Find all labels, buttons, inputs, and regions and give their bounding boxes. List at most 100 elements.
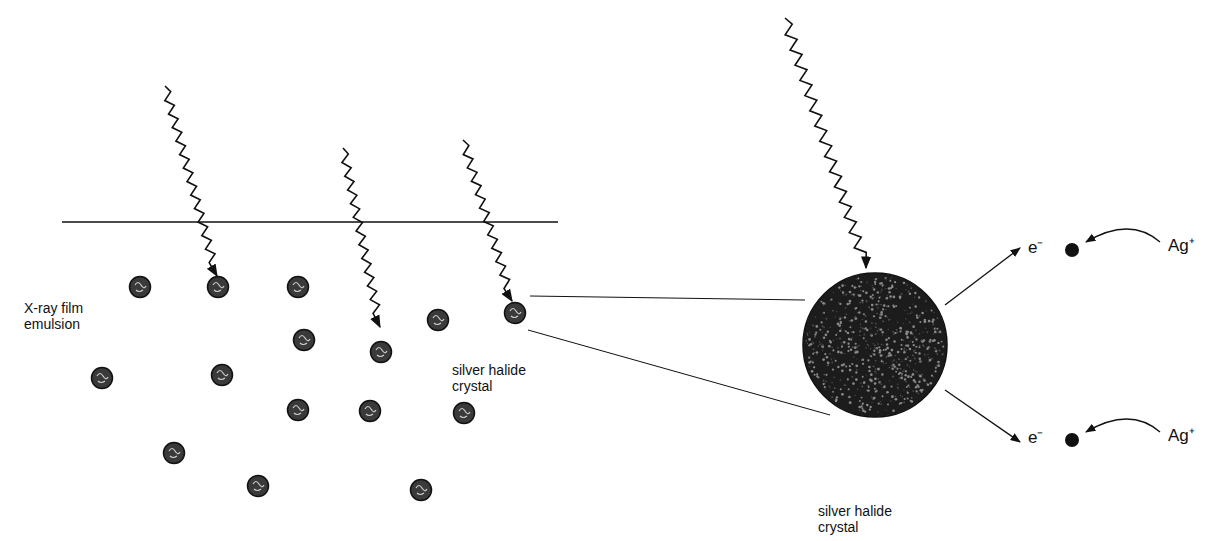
crystal-grain: [920, 360, 922, 362]
crystal-grain: [905, 358, 907, 360]
crystal-grain: [911, 397, 913, 399]
crystal-grain: [842, 291, 844, 293]
crystal-grain: [865, 340, 867, 342]
crystal-grain: [937, 364, 940, 367]
crystal-grain: [915, 338, 917, 340]
crystal-grain: [888, 329, 889, 330]
crystal-grain: [895, 396, 896, 397]
crystal-grain: [861, 386, 863, 388]
crystal-grain: [839, 330, 841, 332]
crystal-grain: [823, 304, 824, 305]
crystal-grain: [905, 289, 906, 290]
crystal-grain: [900, 395, 902, 397]
crystal-grain: [849, 326, 851, 328]
crystal-grain: [850, 348, 852, 350]
crystal-grain: [862, 327, 864, 329]
crystal-grain: [916, 371, 917, 372]
crystal-grain: [811, 370, 814, 373]
crystal-grain: [913, 369, 915, 371]
crystal-grain: [851, 376, 853, 378]
crystal-grain: [848, 346, 850, 348]
crystal-grain: [856, 287, 857, 288]
crystal-outline: [164, 443, 185, 464]
crystal-grain: [822, 332, 823, 333]
crystal-grain: [890, 386, 891, 387]
crystal-grain: [825, 374, 827, 376]
crystal-grain: [849, 302, 851, 304]
crystal-grain: [827, 364, 829, 366]
crystal-grain: [832, 349, 834, 351]
crystal-grain: [879, 316, 882, 319]
crystal-grain: [939, 331, 942, 334]
crystal-grain: [845, 293, 847, 295]
crystal-grain: [836, 333, 837, 334]
crystal-grain: [828, 345, 831, 348]
crystal-grain: [875, 368, 877, 370]
crystal-grain: [918, 380, 920, 382]
crystal-grain: [910, 341, 911, 342]
crystal-grain: [883, 349, 885, 351]
crystal-grain: [865, 315, 867, 317]
crystal-grain: [823, 374, 825, 376]
crystal-grain: [843, 341, 846, 344]
crystal-grain: [838, 302, 839, 303]
crystal-grain: [863, 337, 865, 339]
crystal-texture: [169, 449, 180, 458]
crystal-grain: [889, 295, 892, 298]
crystal-grain: [855, 343, 857, 345]
crystal-grain: [916, 314, 918, 316]
crystal-grain: [877, 411, 878, 412]
crystal-grain: [941, 341, 943, 343]
crystal-grain: [935, 367, 937, 369]
crystal-grain: [815, 332, 817, 334]
crystal-grain: [892, 331, 894, 333]
crystal-grain: [847, 342, 849, 344]
crystal-texture: [293, 283, 304, 292]
crystal-grain: [869, 354, 870, 355]
crystal-grain: [856, 279, 857, 280]
crystal-grain: [860, 286, 861, 287]
crystal-grain: [826, 318, 828, 320]
crystal-grain: [910, 376, 912, 378]
crystal-grain: [900, 329, 902, 331]
crystal-grain: [839, 317, 841, 319]
crystal-grain: [883, 304, 886, 307]
crystal-grain: [849, 401, 852, 404]
crystal-grain: [858, 406, 861, 409]
crystal-grain: [873, 315, 875, 317]
crystal-grain: [931, 375, 933, 377]
crystal-grain: [844, 384, 846, 386]
crystal-grain: [862, 290, 864, 292]
crystal-grain: [912, 304, 913, 305]
crystal-outline: [212, 365, 233, 386]
crystal-grain: [900, 368, 902, 370]
crystal-grain: [897, 322, 898, 323]
electron-label: e⁻: [1028, 428, 1043, 448]
crystal-grain: [937, 361, 940, 364]
crystal-grain: [923, 378, 924, 379]
crystal-texture: [376, 348, 387, 357]
crystal-grain: [859, 410, 861, 412]
crystal-grain: [907, 285, 908, 286]
crystal-grain: [855, 364, 858, 367]
crystal-grain: [825, 389, 826, 390]
silver-ion-label: Ag⁺: [1168, 236, 1195, 256]
crystal-grain: [859, 335, 860, 336]
crystal-grain: [879, 314, 881, 316]
crystal-grain: [892, 410, 895, 413]
crystal-grain: [898, 358, 900, 360]
magnified-crystal: [803, 273, 947, 417]
crystal-grain: [912, 325, 915, 328]
crystal-grain: [901, 374, 903, 376]
crystal-grain: [878, 402, 880, 404]
crystal-grain: [879, 328, 881, 330]
crystal-grain: [939, 362, 941, 364]
crystal-grain: [881, 344, 882, 345]
crystal-grain: [813, 352, 815, 354]
crystal-grain: [838, 286, 840, 288]
crystal-grain: [902, 361, 903, 362]
crystal-grain: [919, 321, 921, 323]
crystal-grain: [877, 343, 879, 345]
crystal-grain: [921, 374, 923, 376]
